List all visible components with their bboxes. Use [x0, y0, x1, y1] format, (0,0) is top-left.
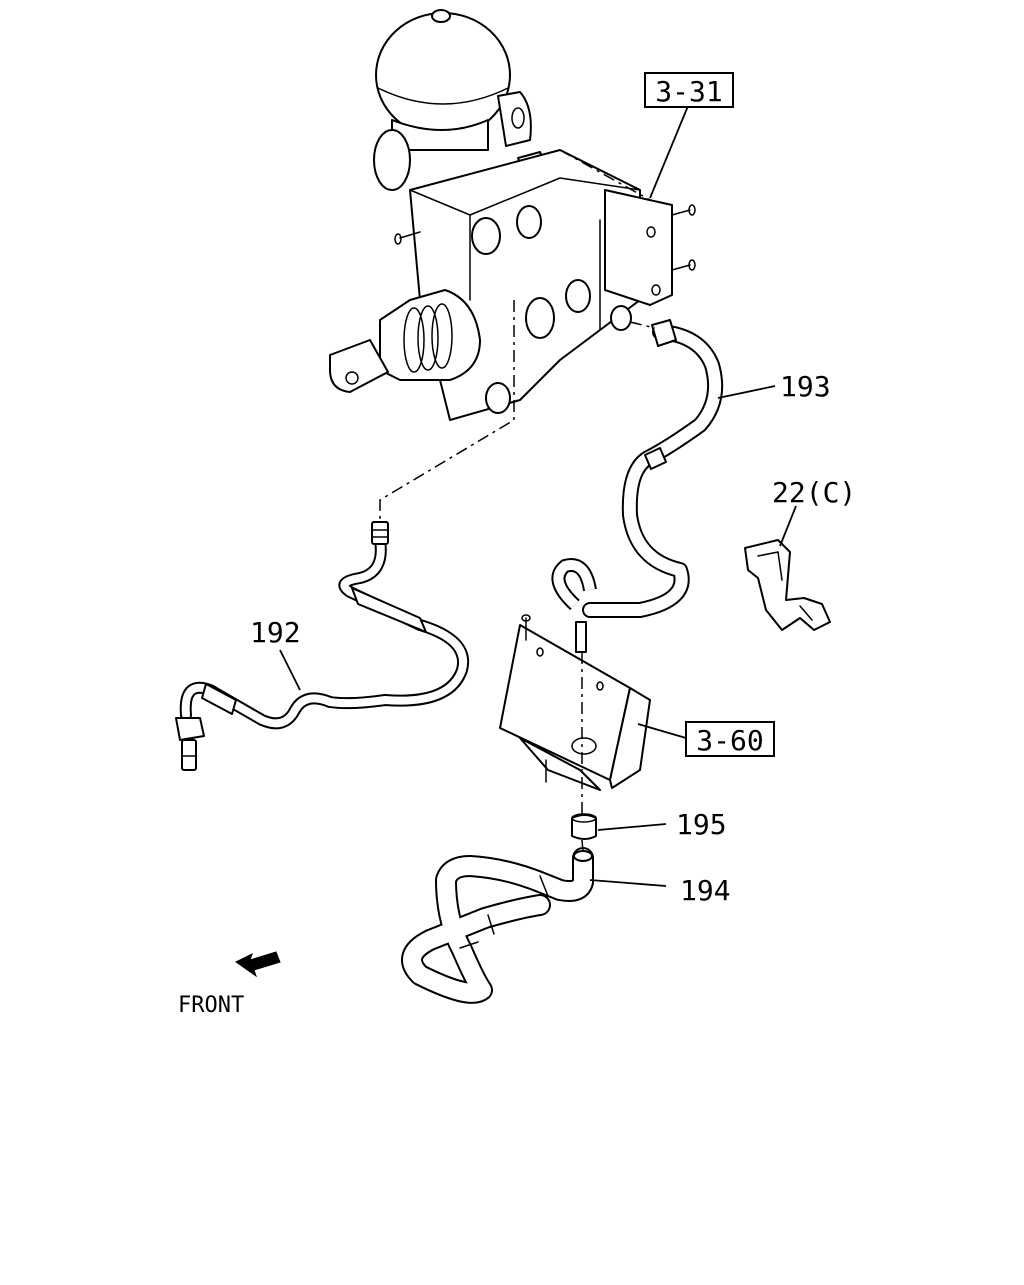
callout-22c[interactable]: 22(C): [772, 476, 856, 509]
part-193-brake-pipe: [551, 319, 724, 618]
part-192-brake-pipe: [175, 521, 470, 771]
front-direction-arrow-icon: [235, 951, 281, 978]
callout-194[interactable]: 194: [680, 874, 731, 907]
callout-3-31[interactable]: 3-31: [644, 72, 734, 108]
leader-lines: [279, 105, 797, 887]
part-195-hose-clamp: [571, 813, 597, 840]
part-194-hose: [401, 847, 594, 1004]
front-orientation-indicator: FRONT: [178, 951, 281, 1018]
callout-192[interactable]: 192: [250, 616, 301, 649]
hydraulic-unit-assembly: [329, 9, 696, 421]
callout-193[interactable]: 193: [780, 370, 831, 403]
callout-195[interactable]: 195: [676, 808, 727, 841]
part-22c-clip: [744, 539, 831, 631]
callout-3-60-label: 3-60: [696, 724, 763, 757]
assembly-centerlines: [379, 149, 656, 853]
callout-3-31-label: 3-31: [655, 75, 722, 108]
bracket-plate: [499, 614, 651, 791]
callout-3-60[interactable]: 3-60: [685, 721, 775, 757]
front-label: FRONT: [178, 993, 244, 1018]
